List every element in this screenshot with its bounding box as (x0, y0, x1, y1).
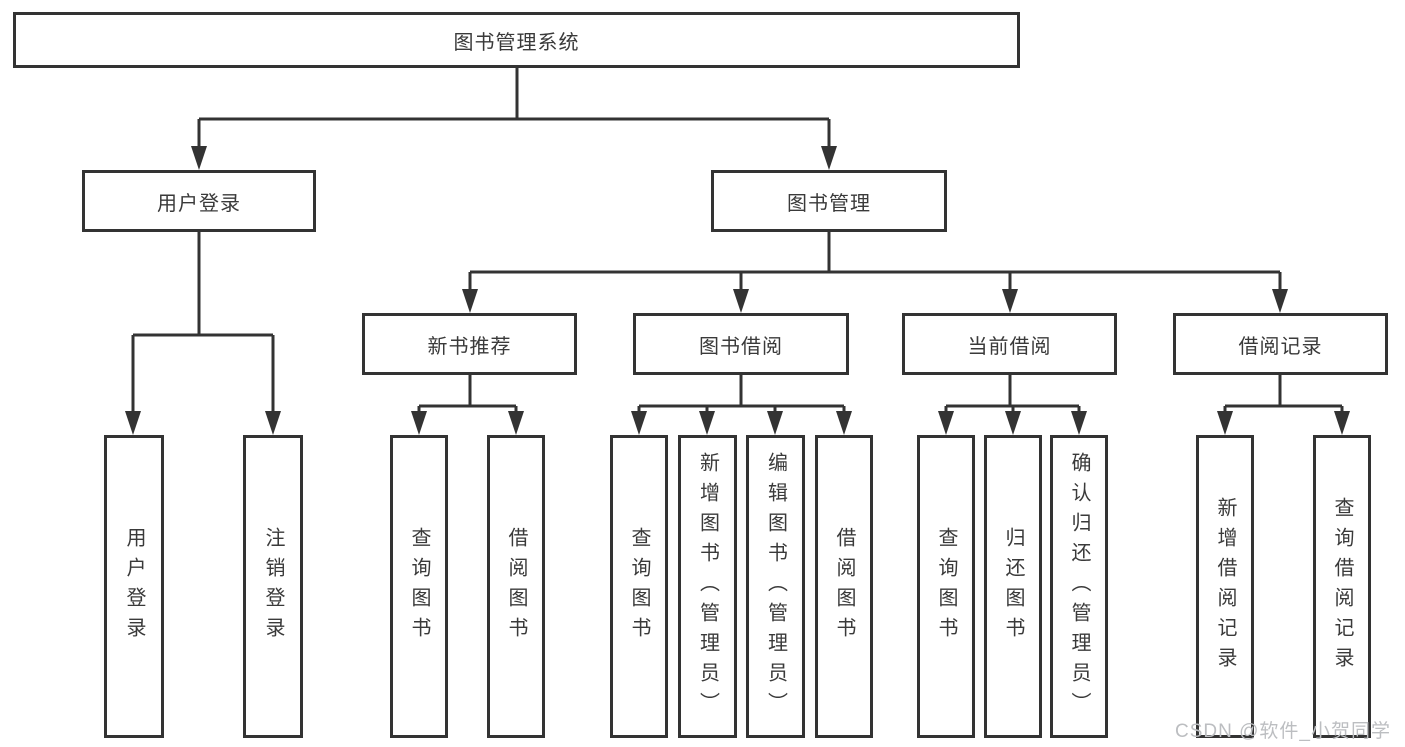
node-book-borrowing: 图书借阅 (633, 313, 849, 375)
leaf-label: 注销登录 (262, 526, 284, 647)
node-new-book-recommendation: 新书推荐 (362, 313, 577, 375)
node-user-login: 用户登录 (82, 170, 316, 232)
leaf-query-books-2: 查询图书 (610, 435, 668, 738)
leaf-query-books-3: 查询图书 (917, 435, 975, 738)
node-borrowing-records: 借阅记录 (1173, 313, 1388, 375)
node-label: 当前借阅 (967, 335, 1052, 358)
leaf-borrow-books-2: 借阅图书 (815, 435, 873, 738)
node-current-borrowing: 当前借阅 (902, 313, 1117, 375)
leaf-user-login: 用户登录 (104, 435, 164, 738)
leaf-borrow-books-1: 借阅图书 (487, 435, 545, 738)
csdn-watermark: CSDN @软件_小贺同学 (1175, 721, 1391, 742)
leaf-label: 编辑图书（管理员） (764, 451, 787, 722)
node-label: 新书推荐 (427, 335, 512, 358)
leaf-add-borrowing-record: 新增借阅记录 (1196, 435, 1254, 738)
node-book-management: 图书管理 (711, 170, 947, 232)
leaf-label: 新增图书（管理员） (696, 451, 719, 722)
node-label: 用户登录 (157, 192, 241, 215)
leaf-confirm-return-admin: 确认归还（管理员） (1050, 435, 1108, 738)
leaf-label: 借阅图书 (833, 526, 855, 647)
leaf-edit-books-admin: 编辑图书（管理员） (746, 435, 805, 738)
leaf-query-books-1: 查询图书 (390, 435, 448, 738)
node-label: 图书管理系统 (453, 31, 580, 54)
node-library-management-system: 图书管理系统 (13, 12, 1020, 68)
leaf-label: 归还图书 (1002, 526, 1024, 647)
leaf-label: 查询图书 (628, 526, 650, 647)
node-label: 借阅记录 (1238, 335, 1323, 358)
node-label: 图书借阅 (699, 335, 783, 358)
leaf-label: 借阅图书 (505, 526, 527, 647)
leaf-label: 查询图书 (935, 526, 957, 647)
leaf-label: 用户登录 (123, 526, 145, 647)
leaf-query-borrowing-record: 查询借阅记录 (1313, 435, 1371, 738)
leaf-logout: 注销登录 (243, 435, 303, 738)
leaf-add-books-admin: 新增图书（管理员） (678, 435, 737, 738)
node-label: 图书管理 (787, 192, 871, 215)
leaf-return-books: 归还图书 (984, 435, 1042, 738)
leaf-label: 确认归还（管理员） (1068, 451, 1090, 722)
leaf-label: 查询借阅记录 (1331, 496, 1353, 677)
leaf-label: 新增借阅记录 (1214, 496, 1236, 677)
leaf-label: 查询图书 (408, 526, 430, 647)
